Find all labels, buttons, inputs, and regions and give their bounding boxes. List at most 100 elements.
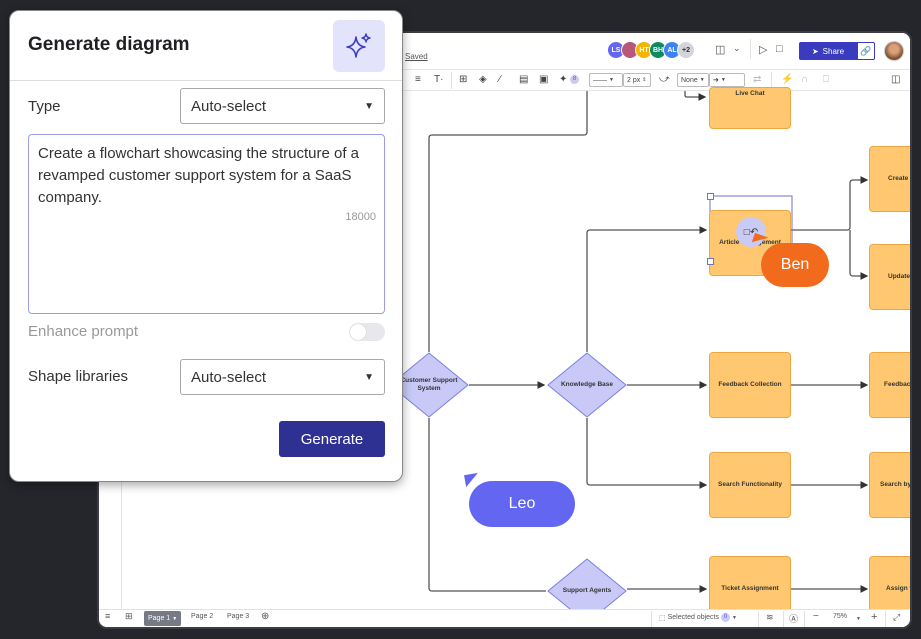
lightning-icon[interactable]: ⚡ xyxy=(781,74,794,85)
share-label: Share xyxy=(822,46,845,56)
line-color-icon[interactable]: ∕ xyxy=(499,74,501,85)
add-page-icon[interactable]: ⊕ xyxy=(261,611,270,622)
divider xyxy=(783,611,784,627)
caret-down-icon: ▼ xyxy=(364,371,374,383)
badge-count: 8 xyxy=(570,75,579,84)
connectors xyxy=(428,91,869,593)
generate-button[interactable]: Generate xyxy=(279,421,385,457)
zoom-in-button[interactable]: + xyxy=(871,611,878,623)
swap-icon[interactable]: ⇄ xyxy=(753,74,762,85)
shape-libraries-select[interactable]: Auto-select ▼ xyxy=(180,359,385,395)
copy-link-button[interactable]: 🔗 xyxy=(857,42,875,60)
bottom-bar: ≡ ⊞ Page 1▼ Page 2 Page 3 ⊕ ⬚ Selected o… xyxy=(99,609,910,627)
shapes-icon: □↶ xyxy=(743,226,759,238)
connector-line xyxy=(586,226,708,352)
share-button[interactable]: ➤ Share xyxy=(799,42,857,60)
lock-icon[interactable]: ⎕ xyxy=(823,74,829,85)
zoom-dropdown-icon[interactable]: ▼ xyxy=(856,616,861,622)
shape-swap-button[interactable]: □↶ xyxy=(736,217,766,247)
video-icon[interactable]: □ xyxy=(776,43,783,55)
line-style-select[interactable]: ——▼ xyxy=(589,73,623,87)
connector-line xyxy=(684,91,707,101)
node-update[interactable]: Update xyxy=(869,244,910,310)
tab-page-1[interactable]: Page 1▼ xyxy=(144,611,182,626)
node-customer-support-system[interactable]: Customer Support System xyxy=(389,352,469,418)
connector-line xyxy=(428,91,588,352)
resize-handle[interactable] xyxy=(707,193,714,200)
dialog-header: Generate diagram xyxy=(10,11,402,81)
selected-objects-dropdown[interactable]: ⬚ Selected objects 0 ▼ xyxy=(659,613,737,622)
node-create[interactable]: Create xyxy=(869,146,910,212)
fullscreen-icon[interactable]: ⤢ xyxy=(893,612,901,622)
grid-view-icon[interactable]: ⊞ xyxy=(125,611,133,621)
layers-icon[interactable]: ≋ xyxy=(766,612,774,622)
tab-page-2[interactable]: Page 2 xyxy=(191,613,214,620)
chevron-down-icon[interactable]: ⌄ xyxy=(733,43,741,53)
line-end-select[interactable]: ➜▼ xyxy=(709,73,745,87)
divider xyxy=(771,72,772,89)
node-knowledge-base[interactable]: Knowledge Base xyxy=(547,352,627,418)
shape-libraries-label: Shape libraries xyxy=(28,368,129,385)
align-icon[interactable]: ≡ xyxy=(415,74,421,85)
panel-toggle-icon[interactable]: ◫ xyxy=(891,74,901,85)
divider xyxy=(451,72,452,89)
cursor-leo: Leo xyxy=(469,481,575,527)
type-select-value: Auto-select xyxy=(191,97,267,115)
accessibility-icon[interactable]: Ⓐ xyxy=(789,614,799,624)
line-width-input[interactable]: 2 px⇕ xyxy=(623,73,651,87)
comment-icon[interactable]: ◫ xyxy=(715,44,726,56)
sparkle-icon xyxy=(346,33,371,58)
zoom-out-button[interactable]: − xyxy=(813,611,819,622)
fill-color-icon[interactable]: ◈ xyxy=(479,74,487,85)
node-label: Customer Support System xyxy=(400,377,458,392)
prompt-textarea[interactable]: Create a flowchart showcasing the struct… xyxy=(28,134,385,314)
generate-diagram-dialog: Generate diagram Type Auto-select ▼ Crea… xyxy=(9,10,403,482)
divider xyxy=(750,39,751,59)
link-icon: 🔗 xyxy=(860,45,872,56)
chevron-down-icon: ▼ xyxy=(732,614,737,621)
selection-icon: ⬚ xyxy=(659,614,666,622)
text-size-icon[interactable]: T· xyxy=(434,74,444,85)
node-feedback[interactable]: Feedback xyxy=(869,352,910,418)
type-select[interactable]: Auto-select ▼ xyxy=(180,88,385,124)
divider xyxy=(758,611,759,627)
user-avatar[interactable] xyxy=(884,41,904,61)
enhance-prompt-toggle[interactable] xyxy=(349,323,385,341)
connector-line xyxy=(586,418,708,489)
node-feedback-collection[interactable]: Feedback Collection xyxy=(709,352,791,418)
collaborator-avatars: LS HT BH AL +2 xyxy=(607,41,695,59)
node-search-by[interactable]: Search by xyxy=(869,452,910,518)
divider xyxy=(804,611,805,627)
node-live-chat[interactable]: Live Chat xyxy=(709,87,791,129)
connector-icon[interactable]: ⤻ xyxy=(659,74,670,85)
ai-sparkle-button[interactable] xyxy=(333,20,385,72)
divider xyxy=(651,611,652,627)
magnet-icon[interactable]: ∩ xyxy=(801,74,809,85)
zoom-level[interactable]: 75% xyxy=(833,613,848,620)
caret-down-icon: ▼ xyxy=(364,100,374,112)
dialog-title: Generate diagram xyxy=(28,34,190,55)
present-icon[interactable]: ▷ xyxy=(759,44,768,56)
magic-wand-icon[interactable]: ✦ xyxy=(559,74,568,85)
cursor-ben: Ben xyxy=(761,243,829,287)
resize-handle[interactable] xyxy=(707,258,714,265)
connector-line xyxy=(789,176,869,231)
toggle-knob xyxy=(350,324,366,340)
shape-border-icon[interactable]: ⊞ xyxy=(459,74,468,85)
type-label: Type xyxy=(28,98,61,115)
character-counter: 18000 xyxy=(345,211,376,223)
node-search-functionality[interactable]: Search Functionality xyxy=(709,452,791,518)
enhance-prompt-label: Enhance prompt xyxy=(28,323,139,340)
more-collaborators[interactable]: +2 xyxy=(677,41,695,59)
divider xyxy=(885,611,886,627)
connector-line xyxy=(428,418,546,592)
tab-page-3[interactable]: Page 3 xyxy=(227,613,250,620)
list-view-icon[interactable]: ≡ xyxy=(105,611,111,621)
send-icon: ➤ xyxy=(811,46,819,56)
shape-libraries-value: Auto-select xyxy=(191,368,267,386)
saved-status[interactable]: Saved xyxy=(405,52,428,61)
style-icon[interactable]: ▤ xyxy=(519,74,529,85)
line-start-select[interactable]: None▼ xyxy=(677,73,709,87)
connector-line xyxy=(849,230,869,280)
opacity-icon[interactable]: ▣ xyxy=(539,74,549,85)
